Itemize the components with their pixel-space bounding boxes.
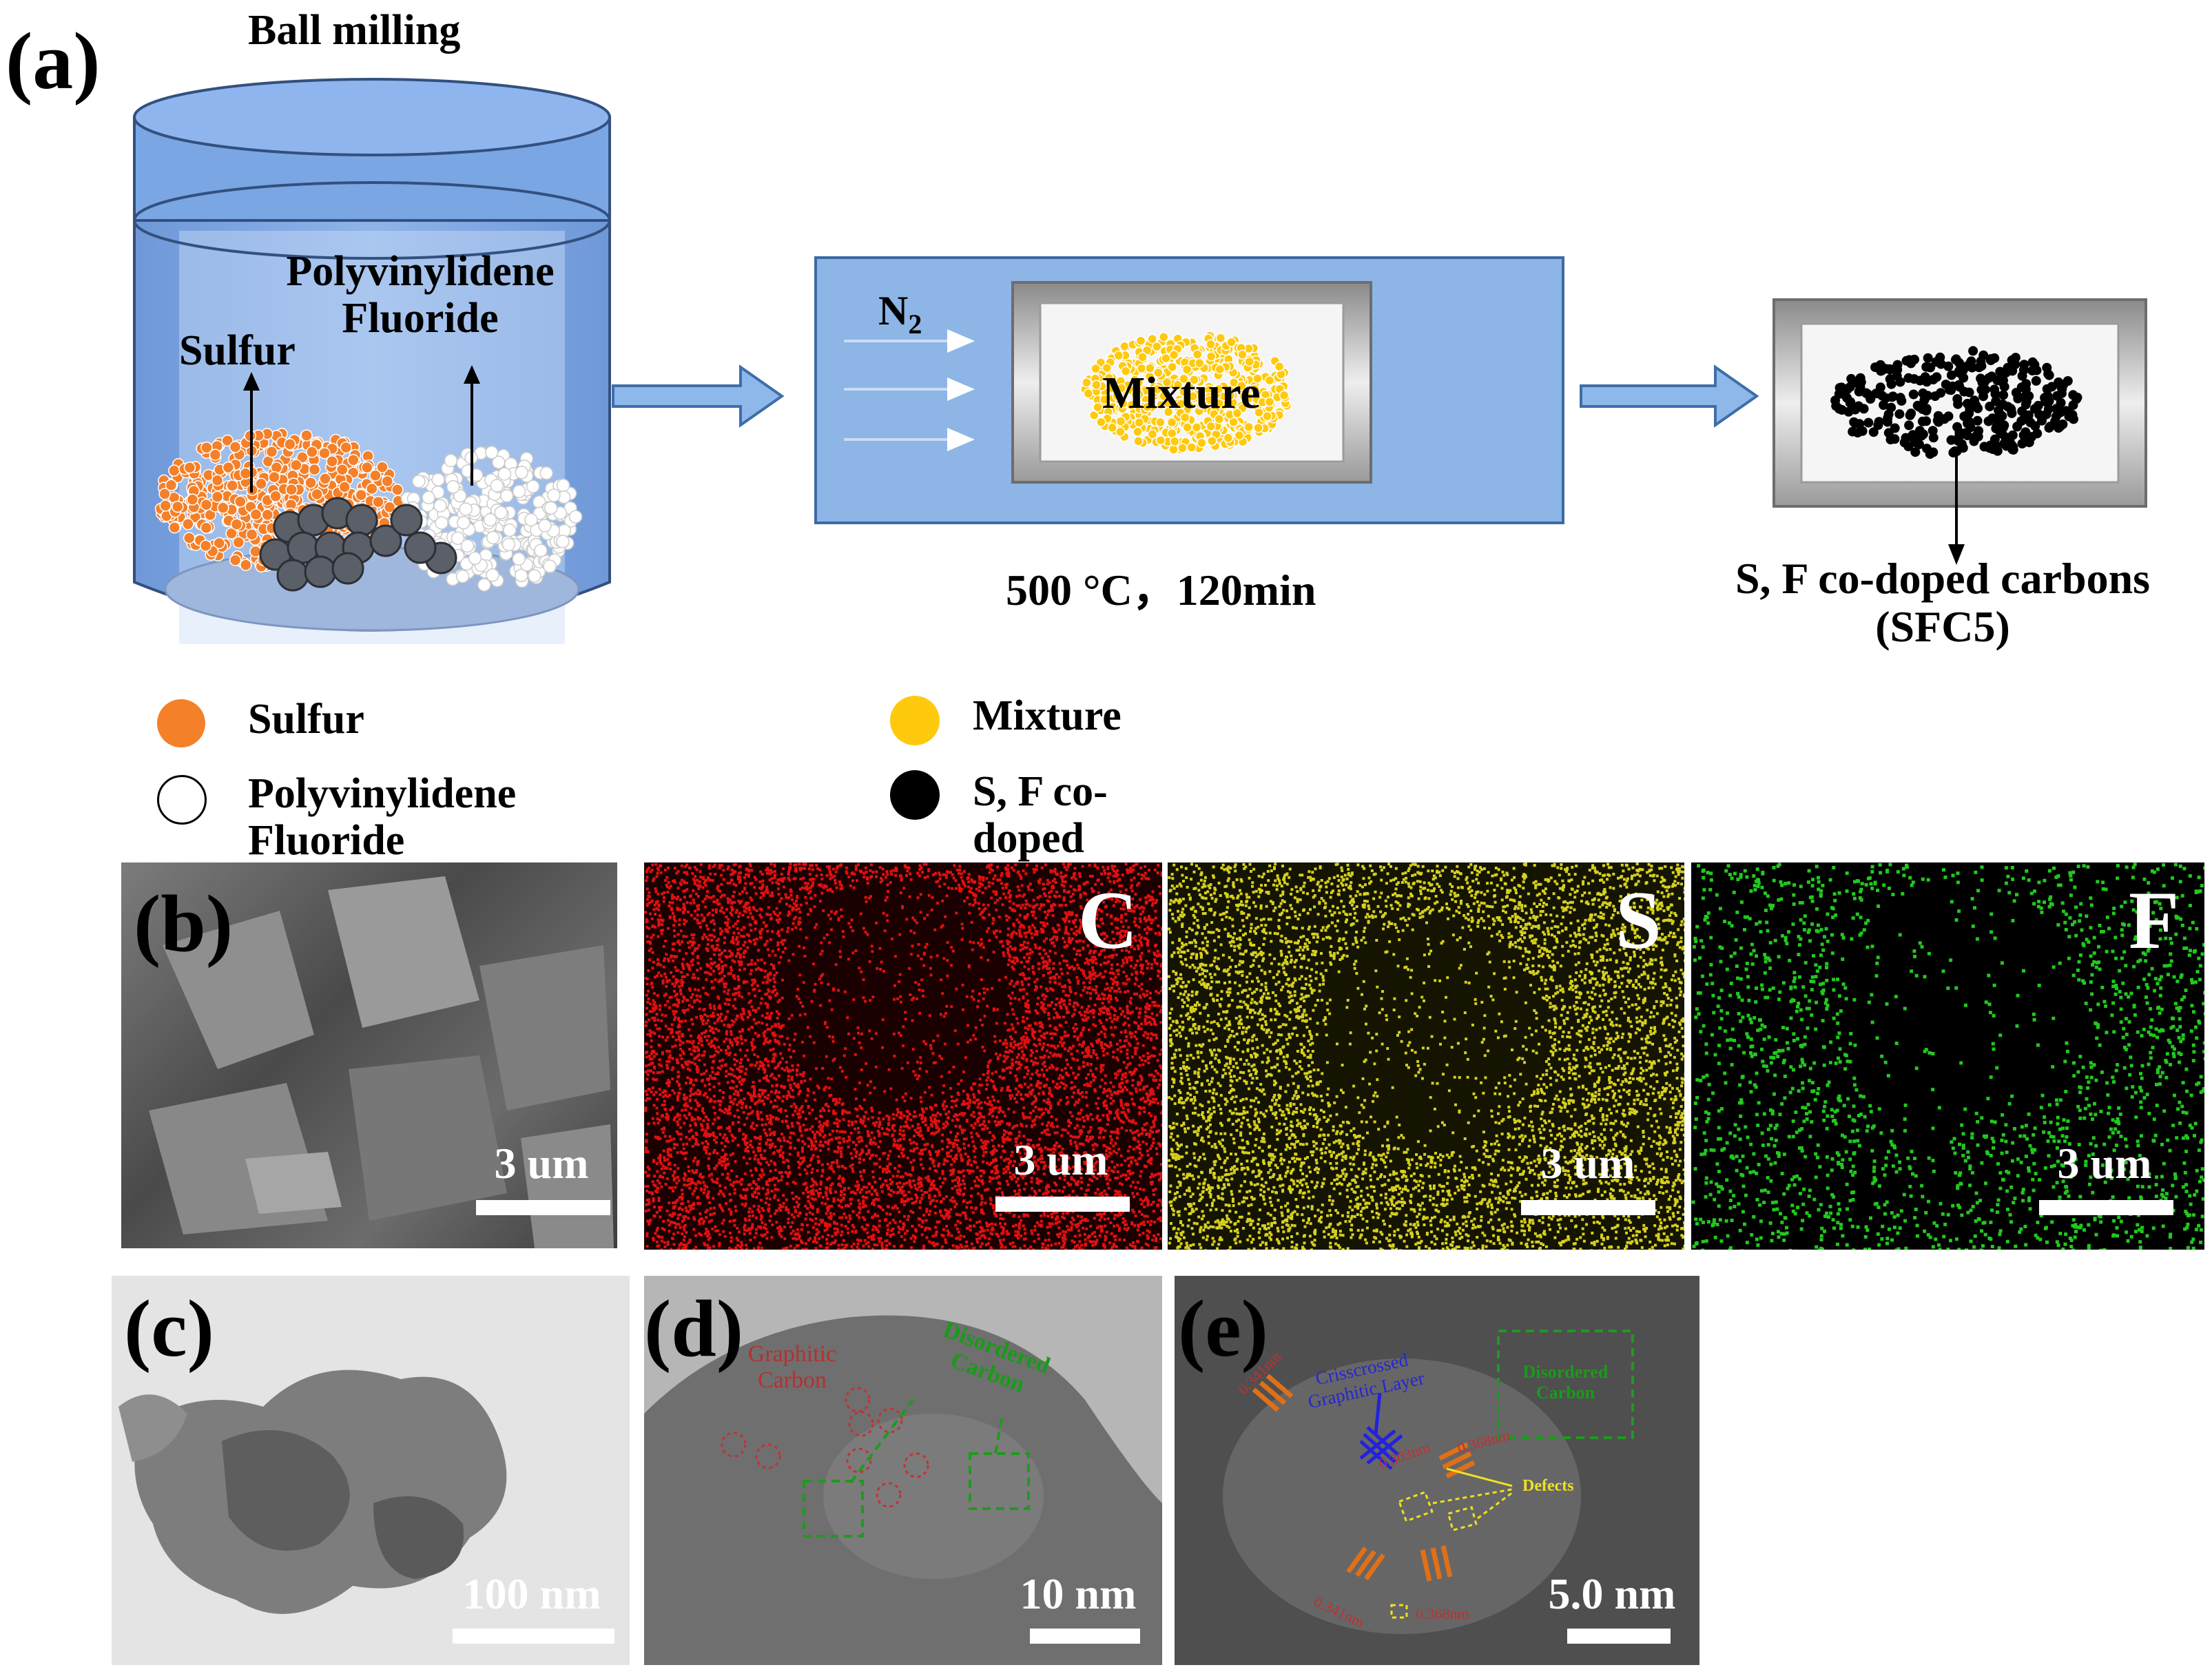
graphitic-carbon-label: Graphitic Carbon bbox=[734, 1341, 851, 1394]
eds-map-s: S 3 um bbox=[1168, 862, 1684, 1250]
carbon-particles bbox=[1830, 346, 2082, 459]
tem-e-scale-bar bbox=[1567, 1629, 1671, 1644]
eds-map-c: C 3 um bbox=[644, 862, 1162, 1250]
product-line2: (SFC5) bbox=[1875, 602, 2010, 652]
mixture-particles bbox=[1080, 331, 1292, 455]
legend-label-pvdf: Polyvinylidene Fluoride bbox=[248, 770, 517, 865]
milling-ball bbox=[304, 555, 337, 588]
product-boat bbox=[1772, 298, 2147, 565]
sem-scale-bar bbox=[476, 1200, 610, 1215]
hrtem-image-d: (d) Graphitic Carbon Disordered Carbon 1… bbox=[644, 1276, 1162, 1665]
n2-text: N bbox=[878, 288, 909, 333]
panel-a-letter: (a) bbox=[6, 16, 101, 106]
disordered-e-line2: Carbon bbox=[1536, 1383, 1595, 1403]
eds-f-scale-text: 3 um bbox=[2057, 1139, 2152, 1188]
jar-pvdf-label: Polyvinylidene Fluoride bbox=[269, 248, 572, 342]
legend-marker-pvdf bbox=[157, 775, 207, 825]
eds-f-scale-bar bbox=[2039, 1200, 2173, 1215]
jar-pvdf-line1: Polyvinylidene bbox=[286, 248, 555, 295]
milling-ball bbox=[345, 504, 378, 537]
eds-map-f: F 3 um bbox=[1691, 862, 2204, 1250]
eds-c-label: C bbox=[1078, 874, 1138, 966]
graphitic-line1: Graphitic bbox=[747, 1341, 837, 1367]
legend-marker-sulfur bbox=[157, 699, 205, 747]
milling-ball bbox=[404, 531, 437, 564]
product-line1: S, F co-doped carbons bbox=[1735, 554, 2151, 603]
tem-d-scale-text: 10 nm bbox=[1020, 1569, 1137, 1618]
hrtem-image-e: (e) Crisscrossed Graphitic Layer Disorde… bbox=[1175, 1276, 1699, 1665]
n2-label: N2 bbox=[878, 288, 922, 340]
n2-subscript: 2 bbox=[908, 309, 922, 340]
legend-label-sulfur: Sulfur bbox=[248, 696, 364, 743]
eds-s-label: S bbox=[1615, 874, 1662, 966]
panel-c-letter: (c) bbox=[124, 1283, 214, 1374]
graphitic-line2: Carbon bbox=[757, 1367, 827, 1393]
legend-label-mixture: Mixture bbox=[973, 692, 1121, 739]
panel-e-letter: (e) bbox=[1178, 1283, 1268, 1374]
eds-c-scale-text: 3 um bbox=[1013, 1135, 1108, 1184]
ball-milling-label: Ball milling bbox=[248, 7, 461, 54]
pvdf-particles bbox=[400, 446, 583, 592]
condition-label: 500 °C，120min bbox=[1006, 566, 1316, 614]
eds-s-scale-text: 3 um bbox=[1540, 1139, 1635, 1188]
disordered-carbon-label-e: Disordered Carbon bbox=[1505, 1362, 1626, 1403]
jar-pvdf-line2: Fluoride bbox=[342, 295, 499, 342]
ball-mill-jar bbox=[133, 78, 611, 644]
jar-sulfur-label: Sulfur bbox=[179, 327, 296, 374]
d-spacing-5: 0.368nm bbox=[1416, 1605, 1469, 1622]
sem-image: (b) 3 um bbox=[121, 862, 617, 1248]
milling-ball bbox=[331, 552, 364, 585]
tem-c-scale-text: 100 nm bbox=[462, 1569, 601, 1618]
eds-f-label: F bbox=[2129, 874, 2180, 966]
disordered-e-line1: Disordered bbox=[1522, 1362, 1609, 1382]
tem-image-low-mag: (c) 100 nm bbox=[112, 1276, 630, 1665]
milling-ball bbox=[369, 524, 402, 557]
mixture-label: Mixture bbox=[1102, 368, 1261, 418]
tem-c-scale-bar bbox=[453, 1629, 614, 1644]
process-arrow-1 bbox=[612, 364, 785, 428]
eds-s-scale-bar bbox=[1521, 1200, 1655, 1215]
milling-ball bbox=[276, 559, 309, 592]
sem-scale-text: 3 um bbox=[494, 1139, 589, 1188]
legend-marker-carbon bbox=[890, 770, 940, 820]
tem-e-scale-text: 5.0 nm bbox=[1548, 1569, 1676, 1618]
milling-balls bbox=[259, 497, 457, 592]
process-arrow-2 bbox=[1580, 364, 1759, 428]
panel-b-letter: (b) bbox=[134, 878, 234, 969]
milling-ball bbox=[390, 504, 423, 537]
panel-d-letter: (d) bbox=[644, 1283, 744, 1374]
furnace bbox=[814, 256, 1564, 524]
eds-c-scale-bar bbox=[995, 1197, 1130, 1212]
legend-marker-mixture bbox=[890, 696, 940, 745]
product-label: S, F co-doped carbons (SFC5) bbox=[1674, 554, 2211, 652]
defects-label: Defects bbox=[1522, 1477, 1574, 1495]
tem-d-scale-bar bbox=[1030, 1629, 1140, 1644]
